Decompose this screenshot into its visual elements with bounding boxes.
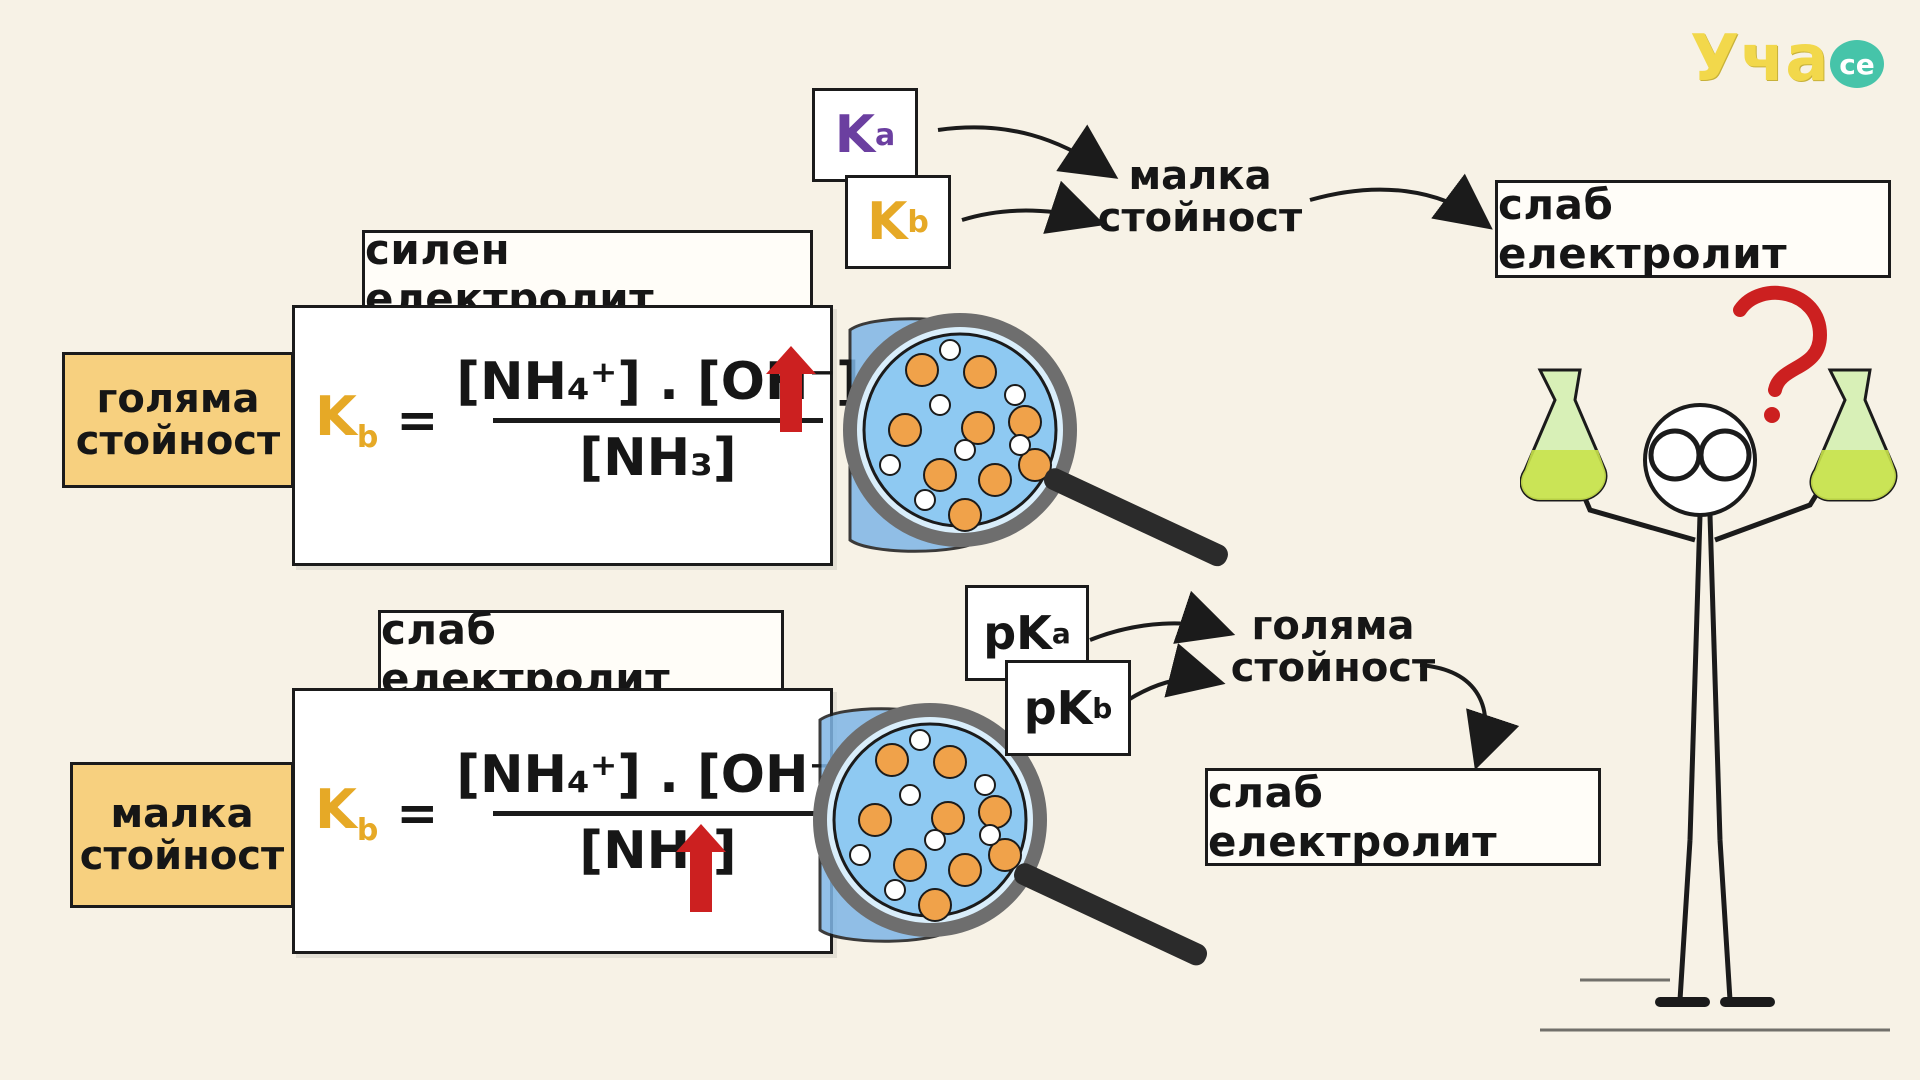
top-result-box: слаб електролит (1495, 180, 1891, 278)
strong-side-tag: голяма стойност (62, 352, 294, 488)
strong-formula: Kb = [NH₄⁺] . [OH⁻] [NH₃] (315, 355, 860, 485)
kb-symbol: K (867, 192, 908, 252)
pka-arrow (1089, 590, 1236, 644)
weak-up-arrow-red (676, 824, 726, 912)
weak-k-symbol: Kb (315, 778, 378, 848)
strong-equals: = (396, 391, 439, 450)
strong-fraction-bar (492, 417, 823, 423)
kb-arrow (961, 180, 1106, 234)
pkb-subscript: b (1092, 691, 1113, 725)
brand-bubble-text: се (1839, 47, 1875, 81)
weak-particles (849, 729, 1022, 922)
weak-side-tag: малка стойност (70, 762, 294, 908)
ka-arrow (937, 124, 1119, 179)
scientist-illustration (1520, 285, 1898, 1032)
bottom-middle-line2: стойност (1230, 645, 1436, 691)
brand-text: Уча (1690, 22, 1830, 96)
bottom-middle-to-result-arrow (1419, 663, 1520, 771)
bottom-middle-text: голяма стойност (1218, 605, 1448, 689)
strong-denominator: [NH₃] (579, 427, 737, 488)
strong-side-tag-line1: голяма (96, 376, 260, 422)
weak-side-tag-line2: стойност (79, 833, 285, 879)
strong-k-letter: K (315, 385, 357, 449)
strong-side-tag-line2: стойност (75, 418, 281, 464)
kb-subscript: b (907, 204, 929, 240)
weak-equals: = (396, 784, 439, 843)
weak-header: слаб електролит (378, 605, 784, 703)
bottom-result-text: слаб електролит (1208, 768, 1498, 866)
strong-k-subscript: b (356, 419, 379, 455)
pkb-symbol: pK (1023, 681, 1093, 735)
question-mark-icon (1733, 285, 1828, 397)
weak-numerator: [NH₄⁺] . [OH⁻] (456, 745, 860, 805)
weak-fraction-bar (492, 810, 823, 816)
bottom-result-box: слаб електролит (1205, 768, 1601, 866)
strong-particles (879, 339, 1052, 532)
top-middle-to-result-arrow (1309, 173, 1493, 230)
weak-formula-panel (292, 688, 833, 954)
brand-logo: Уча (1690, 22, 1829, 96)
top-result-text: слаб електролит (1498, 180, 1788, 278)
top-middle-line2: стойност (1097, 195, 1303, 241)
pkb-arrow (1126, 643, 1226, 702)
weak-k-subscript: b (356, 812, 379, 848)
bottom-middle-line1: голяма (1251, 603, 1415, 649)
weak-side-tag-line1: малка (110, 791, 254, 837)
strong-formula-panel (292, 305, 833, 566)
strong-up-arrow-red (766, 346, 816, 432)
weak-magnifier-illustration (813, 703, 1208, 966)
strong-magnifier-illustration (843, 313, 1228, 567)
brand-bubble: се (1830, 40, 1884, 88)
pka-symbol: pK (983, 606, 1052, 660)
top-middle-line1: малка (1128, 153, 1272, 199)
top-middle-text: малка стойност (1095, 155, 1305, 239)
ka-subscript: a (875, 117, 896, 153)
weak-k-letter: K (315, 778, 357, 842)
strong-k-symbol: Kb (315, 385, 378, 455)
ka-symbol: K (834, 105, 876, 165)
pka-subscript: a (1051, 616, 1071, 650)
weak-formula: Kb = [NH₄⁺] . [OH⁻] [NH₃] (315, 748, 860, 878)
